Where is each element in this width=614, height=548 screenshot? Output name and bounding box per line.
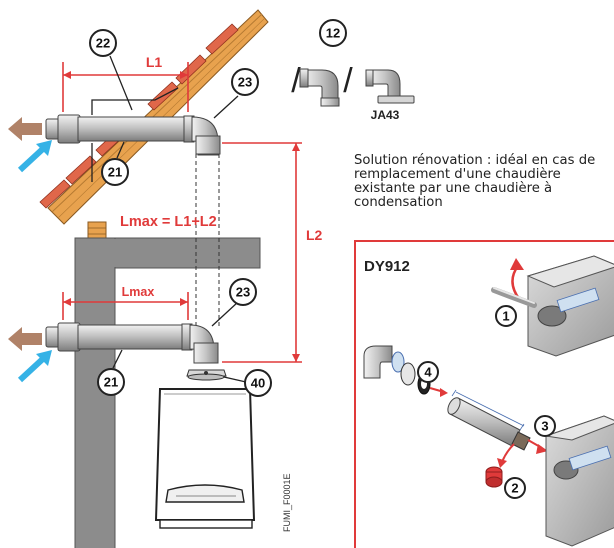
slash-1: / bbox=[291, 62, 301, 100]
upper-terminal-pipe bbox=[45, 87, 221, 182]
callout-21-bottom: 21 bbox=[97, 368, 125, 396]
kit-red-cap bbox=[485, 466, 503, 488]
dimension-lmax bbox=[62, 292, 189, 320]
intake-arrow-bottom bbox=[17, 350, 52, 383]
elbow-alternatives: / / JA43 bbox=[291, 62, 415, 122]
svg-text:23: 23 bbox=[238, 75, 252, 90]
dy912-panel: DY912 bbox=[354, 240, 614, 548]
label-l2: L2 bbox=[306, 227, 323, 243]
kit-callout-4: 4 bbox=[417, 361, 439, 383]
svg-text:23: 23 bbox=[236, 285, 250, 300]
svg-text:3: 3 bbox=[541, 419, 548, 434]
reference-code: FUMI_F0001E bbox=[282, 473, 292, 532]
svg-text:2: 2 bbox=[511, 481, 518, 496]
callout-40: 40 bbox=[244, 369, 272, 397]
svg-text:21: 21 bbox=[108, 165, 122, 180]
renovation-description: Solution rénovation : idéal en cas de re… bbox=[354, 153, 596, 210]
dimension-l1 bbox=[62, 62, 189, 112]
dimension-l2 bbox=[222, 142, 302, 363]
slash-2: / bbox=[343, 62, 353, 100]
svg-text:40: 40 bbox=[251, 376, 265, 391]
label-lmax: Lmax bbox=[122, 285, 155, 299]
svg-text:22: 22 bbox=[96, 36, 110, 51]
elbow-ja43-icon bbox=[365, 69, 415, 104]
label-dy912: DY912 bbox=[364, 258, 410, 275]
kit-callout-1: 1 bbox=[495, 305, 517, 327]
exhaust-arrow-top bbox=[8, 117, 42, 141]
label-ja43: JA43 bbox=[371, 108, 400, 122]
wall-block-top bbox=[526, 255, 614, 357]
svg-text:21: 21 bbox=[104, 375, 118, 390]
exhaust-arrow-bottom bbox=[8, 327, 42, 351]
leader-lines bbox=[109, 55, 247, 383]
label-l1: L1 bbox=[146, 54, 163, 70]
boiler bbox=[154, 369, 256, 529]
intake-arrow-top bbox=[17, 140, 52, 173]
dashed-vertical-pipe bbox=[195, 154, 220, 328]
callout-12: 12 bbox=[319, 19, 347, 47]
svg-text:4: 4 bbox=[424, 365, 432, 380]
wall-block-bottom bbox=[545, 415, 614, 547]
lower-terminal-pipe bbox=[45, 322, 219, 364]
kit-callout-3: 3 bbox=[534, 415, 556, 437]
label-lmax-formula: Lmax = L1+L2 bbox=[120, 214, 217, 230]
callout-23-bottom: 23 bbox=[229, 278, 257, 306]
callout-22: 22 bbox=[89, 29, 117, 57]
kit-elbow bbox=[363, 345, 405, 379]
callout-23-top: 23 bbox=[231, 68, 259, 96]
callout-21-top: 21 bbox=[101, 158, 129, 186]
flow-arrows bbox=[8, 117, 52, 383]
svg-text:1: 1 bbox=[502, 309, 509, 324]
kit-callout-2: 2 bbox=[504, 477, 526, 499]
elbow-12-icon bbox=[299, 68, 340, 107]
svg-text:12: 12 bbox=[326, 26, 340, 41]
